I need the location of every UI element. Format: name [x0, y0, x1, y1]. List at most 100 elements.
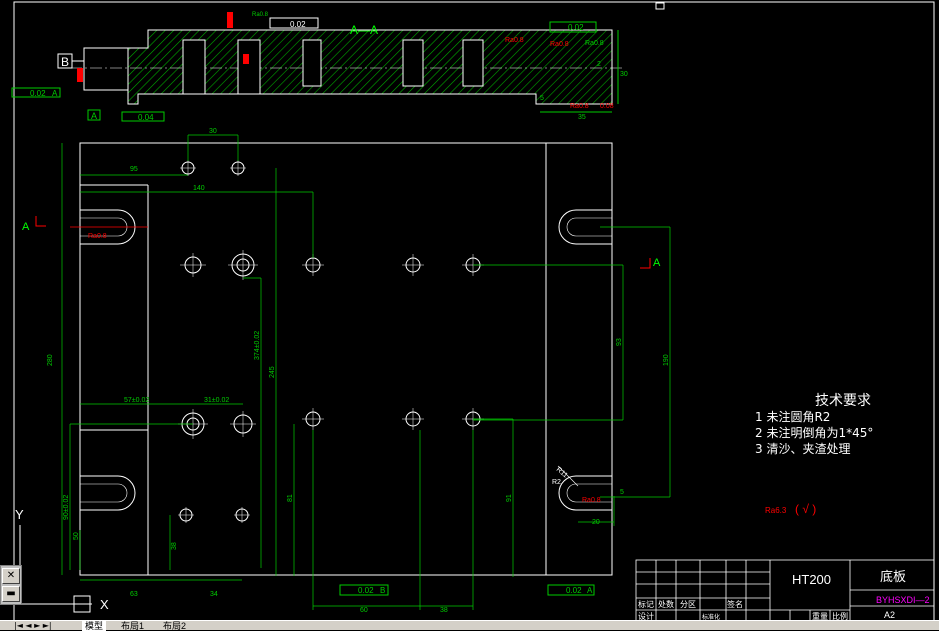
- datum-a-label: A: [91, 111, 97, 121]
- u-slot-bottom-left: [80, 475, 136, 511]
- section-view: B A—A 0.02 A 0.04 A 0.02 0.02 Ra0.8 Ra0.…: [11, 12, 628, 122]
- ucs-icon: [19, 525, 92, 613]
- section-red-mark-3: [77, 68, 83, 82]
- section-cut-right: [640, 258, 651, 269]
- tech-req-item-1: 1 未注圆角R2: [755, 409, 830, 424]
- roughness-paren: ( √ ): [795, 502, 816, 516]
- hole-centers: [178, 160, 484, 523]
- dim-57: 57±0.02: [124, 397, 149, 404]
- dim-280: 280: [47, 354, 54, 366]
- datum-a-box: [87, 109, 101, 121]
- dim-140: 140: [193, 185, 205, 192]
- dim-93: 93: [616, 338, 623, 346]
- dim-245: 245: [269, 366, 276, 378]
- dim-r11: R11: [555, 466, 569, 479]
- tech-req-item-2: 2 未注明倒角为1*45°: [755, 425, 873, 440]
- tab-nav-arrows[interactable]: |◄ ◄ ► ►|: [14, 621, 52, 630]
- title-block-cell-count: 处数: [658, 599, 674, 609]
- section-title: A—A: [350, 23, 378, 37]
- u-slot-bottom-right: [558, 475, 612, 511]
- section-mark-left: A: [22, 221, 30, 233]
- title-block-sheet: A2: [884, 610, 895, 620]
- section-dim-r2: 2: [597, 61, 601, 68]
- tol-bottom-right: [547, 584, 595, 596]
- technical-requirements: 技术要求 1 未注圆角R2 2 未注明倒角为1*45° 3 清沙、夹渣处理: [755, 393, 873, 456]
- title-block-cell-std: 标准化: [702, 613, 720, 621]
- section-ra-red-c: Ra0.8: [570, 103, 589, 110]
- ra-right: Ra0.8: [582, 497, 601, 504]
- section-dim-35: 35: [578, 114, 586, 121]
- plan-view: A A: [22, 128, 671, 614]
- dim-190: 190: [663, 354, 670, 366]
- layout-tab-bar: |◄ ◄ ► ►| 模型 布局1 布局2: [0, 620, 939, 631]
- u-slot-bottom-right-inner: [566, 483, 612, 503]
- dim-95: 95: [130, 166, 138, 173]
- tol-frame-flat-value: 0.02: [30, 89, 46, 98]
- section-ra-red-a: Ra0.8: [505, 37, 524, 44]
- datum-b-label: B: [61, 55, 69, 69]
- tab-model[interactable]: 模型: [82, 621, 107, 631]
- tol-frame-flat: [11, 87, 61, 98]
- section-cut-left: [35, 216, 46, 227]
- tol-frame-flat-datum: A: [52, 89, 58, 98]
- tol-bottom-left: [339, 584, 389, 596]
- title-block-grid: [636, 560, 934, 622]
- u-slot-top-right: [558, 209, 612, 245]
- holes: [179, 161, 481, 522]
- drawing-border: [13, 1, 935, 623]
- tech-req-title: 技术要求: [815, 393, 871, 409]
- u-slot-bottom-left-inner: [80, 483, 128, 503]
- tol-frame-parallel-value: 0.04: [138, 113, 154, 122]
- dim-30: 30: [209, 128, 217, 135]
- dim-91: 91: [506, 494, 513, 502]
- dim-63: 63: [130, 591, 138, 598]
- toolbar-close-button[interactable]: ✕: [2, 568, 20, 584]
- title-block-cell-scale: 比例: [832, 611, 848, 621]
- dim-38: 38: [440, 607, 448, 614]
- section-left-stub: [83, 47, 128, 91]
- dim-34: 34: [210, 591, 218, 598]
- section-ra-small: Ra0.8: [252, 12, 269, 18]
- plate-outline: [79, 142, 613, 576]
- tol-frame-top-right-value: 0.02: [568, 23, 584, 32]
- tol-bottom-left-datum: B: [380, 586, 385, 595]
- section-ra-right: Ra0.8: [585, 40, 604, 47]
- r11-leader: [557, 465, 579, 487]
- tol-frame-top-right: [549, 21, 597, 33]
- title-block-cell-mark: 标记: [638, 599, 654, 609]
- section-red-mark-2: [243, 54, 249, 64]
- tech-req-item-3: 3 清沙、夹渣处理: [755, 442, 850, 456]
- title-block-part-name: 底板: [880, 569, 906, 585]
- section-dim-5: 5: [540, 95, 544, 102]
- ra-left: Ra0.8: [88, 233, 107, 240]
- dim-r2: R2: [552, 479, 561, 486]
- dim-60: 60: [360, 607, 368, 614]
- title-block-cell-zone: 分区: [680, 600, 696, 609]
- roughness-note: Ra6.3 ( √ ): [765, 502, 816, 516]
- tol-bottom-left-value: 0.02: [358, 586, 374, 595]
- top-right-marker: [655, 2, 665, 10]
- section-red-mark-1: [227, 12, 233, 28]
- tol-frame-top-left: [269, 17, 319, 29]
- section-slot-5: [462, 39, 484, 87]
- dim-31: 31±0.02: [204, 397, 229, 404]
- dim-20: 20: [592, 519, 600, 526]
- tab-layout2[interactable]: 布局2: [163, 621, 187, 631]
- tol-bottom-right-datum: A: [587, 586, 593, 595]
- tol-frame-parallel: [121, 111, 165, 122]
- section-slot-2: [237, 39, 261, 95]
- section-slot-3: [302, 39, 322, 87]
- tab-layout1[interactable]: 布局1: [121, 621, 145, 631]
- dim-38-vert: 38: [171, 542, 178, 550]
- section-ra-bottom-right: 0.08: [600, 103, 614, 110]
- toolbar-dock-button[interactable]: ▬: [2, 586, 20, 602]
- title-block-cell-design: 设计: [638, 611, 654, 621]
- roughness-main: Ra6.3: [765, 506, 787, 515]
- u-slot-top-right-inner: [566, 217, 612, 237]
- ucs-y-label: Y: [15, 507, 24, 522]
- section-dim-30: 30: [620, 71, 628, 78]
- tol-frame-top-left-value: 0.02: [290, 20, 306, 29]
- title-block-material: HT200: [792, 572, 831, 587]
- title-block-cell-weight: 重量: [812, 611, 828, 621]
